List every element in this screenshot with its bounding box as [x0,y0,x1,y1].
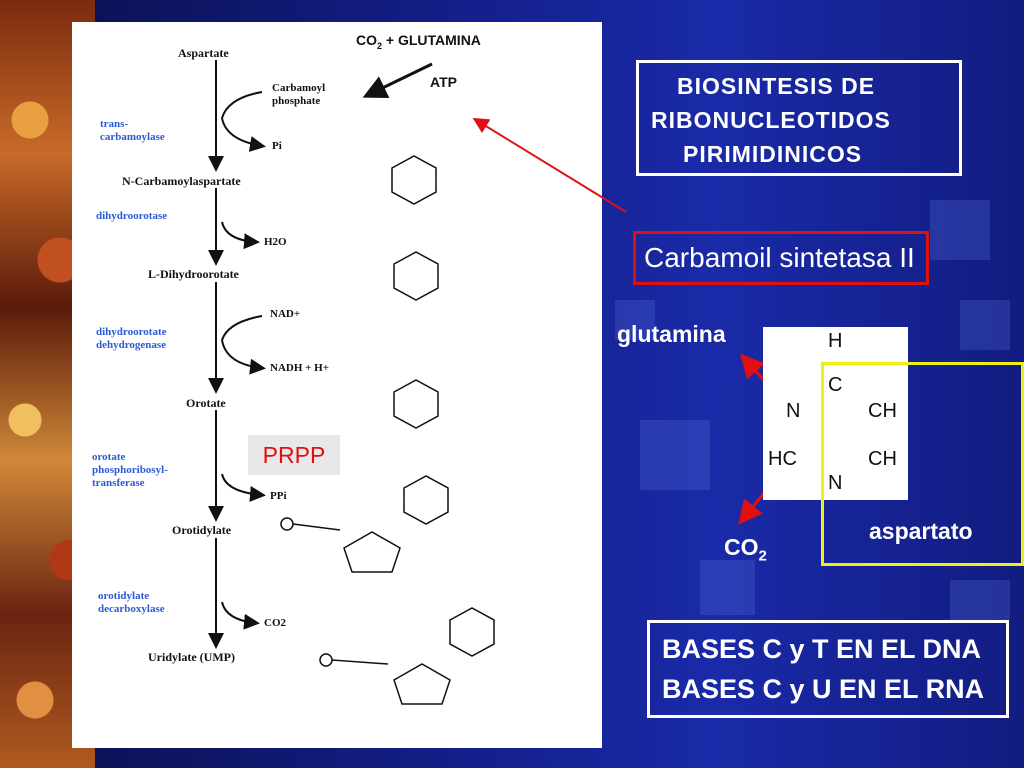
side-arrows [220,91,266,630]
co2-label: CO2 [724,534,767,565]
bases-box: BASES C y T EN EL DNA BASES C y U EN EL … [647,620,1009,718]
title-line-2: RIBONUCLEOTIDOS [651,107,891,133]
intermediate-ump: Uridylate (UMP) [148,650,235,664]
intermediate-aspartate: Aspartate [178,46,229,60]
side-ppi: PPi [270,490,287,502]
intermediate-orotate: Orotate [186,396,226,410]
side-nad: NAD+ [270,308,301,320]
co2-glutamina-label: CO2 + GLUTAMINA [356,32,481,51]
pyrimidine-ring-panel [763,327,908,500]
aspartato-highlight-box [821,362,1024,566]
atom-ch-right: CH [868,400,897,422]
structure-orotidylate [280,475,449,573]
structure-orotate [393,379,439,429]
enzyme-orotidylate-decarboxylase: orotidylate decarboxylase [98,590,165,615]
intermediate-n-carbamoylaspartate: N-Carbamoylaspartate [122,174,241,188]
aspartato-label: aspartato [869,518,973,544]
enzyme-red-arrow [472,117,627,213]
enzyme-transcarbamoylase: trans- carbamoylase [100,118,165,143]
atom-hc-left: HC [768,448,797,470]
side-h2o: H2O [264,236,287,248]
atp-label: ATP [430,74,457,90]
title-line-3: PIRIMIDINICOS [683,141,863,167]
structure-dihydroorotate [393,251,439,301]
side-co2: CO2 [264,617,286,629]
title-line-1: BIOSINTESIS DE [677,73,876,99]
structure-ump [319,607,495,705]
enzyme-dihydroorotate-dehydrogenase: dihydroorotate dehydrogenase [96,326,167,351]
prpp-label: PRPP [248,435,340,475]
enzyme-box: Carbamoil sintetasa II [633,231,929,285]
bases-line-2: BASES C y U EN EL RNA [662,674,985,704]
carbamoyl-arrow [362,62,433,98]
intermediate-dihydroorotate: L-Dihydroorotate [148,267,239,281]
bases-line-1: BASES C y T EN EL DNA [662,634,982,664]
structure-carbamoylaspartate [391,155,437,205]
side-nadh: NADH + H+ [270,362,329,374]
atom-n-bottom: N [828,472,843,494]
glutamina-label: glutamina [617,321,726,347]
atom-c-top: C [828,374,843,396]
enzyme-orotate-phosphoribosyltransferase: orotate phosphoribosyl- transferase [92,451,168,489]
enzyme-dihydroorotase: dihydroorotase [96,210,168,222]
atom-n1: N [786,400,801,422]
title-box: BIOSINTESIS DE RIBONUCLEOTIDOS PIRIMIDIN… [636,60,962,176]
side-carbamoyl-phosphate: Carbamoyl phosphate [272,82,326,107]
intermediate-orotidylate: Orotidylate [172,523,232,537]
side-pi: Pi [272,140,282,152]
atom-h-top: H [828,330,843,352]
atom-ch-lower: CH [868,448,897,470]
